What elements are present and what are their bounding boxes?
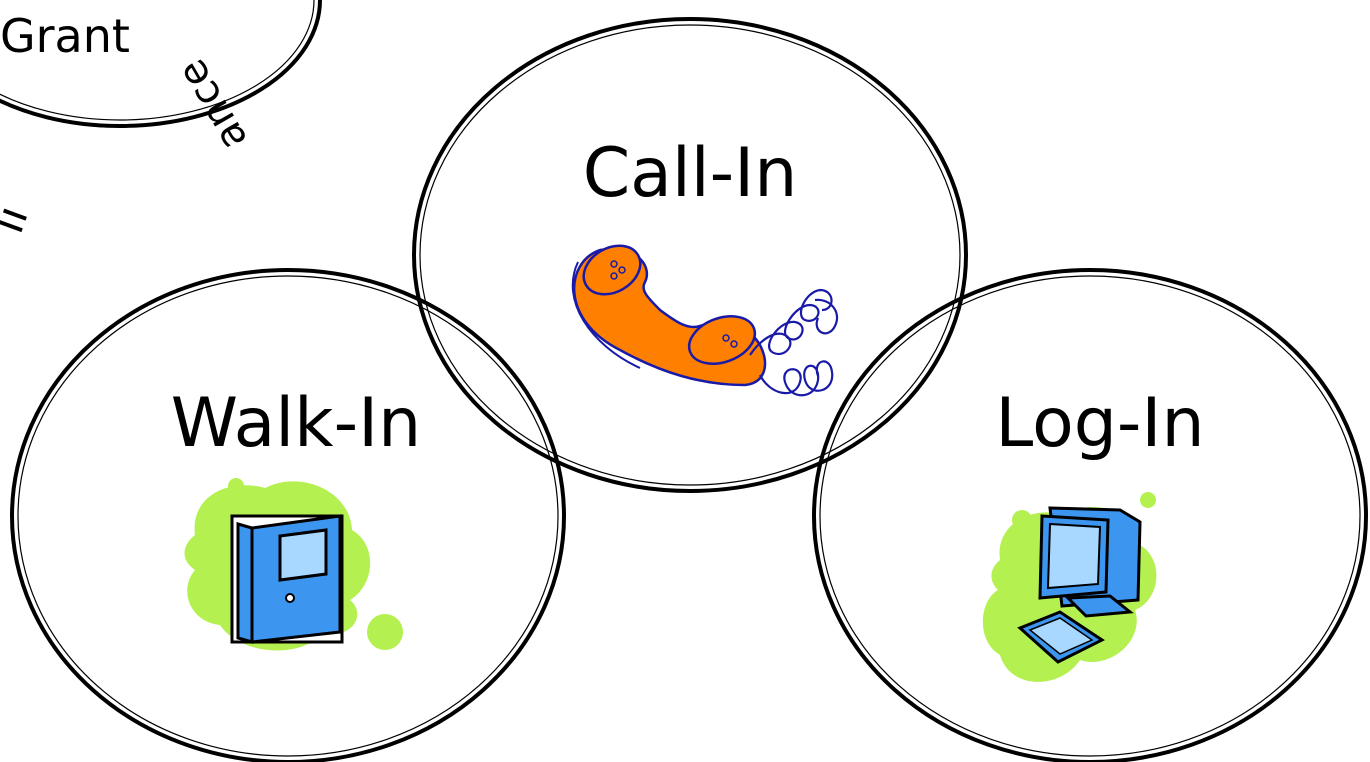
circle-walk-in — [10, 268, 566, 762]
partial-circle-grant: Grant ance li — [0, 0, 322, 240]
computer-icon — [982, 492, 1157, 682]
telephone-icon — [571, 244, 839, 397]
call-in-label: Call-In — [583, 134, 798, 213]
log-in-label: Log-In — [995, 384, 1204, 463]
arc-text-lower: li — [0, 199, 39, 239]
grant-label: Grant — [0, 9, 130, 63]
arc-text-upper: ance — [169, 51, 257, 158]
circle-log-in — [812, 268, 1368, 762]
walk-in-label: Walk-In — [171, 384, 422, 463]
circle-call-in — [412, 17, 968, 493]
door-icon — [184, 478, 403, 651]
